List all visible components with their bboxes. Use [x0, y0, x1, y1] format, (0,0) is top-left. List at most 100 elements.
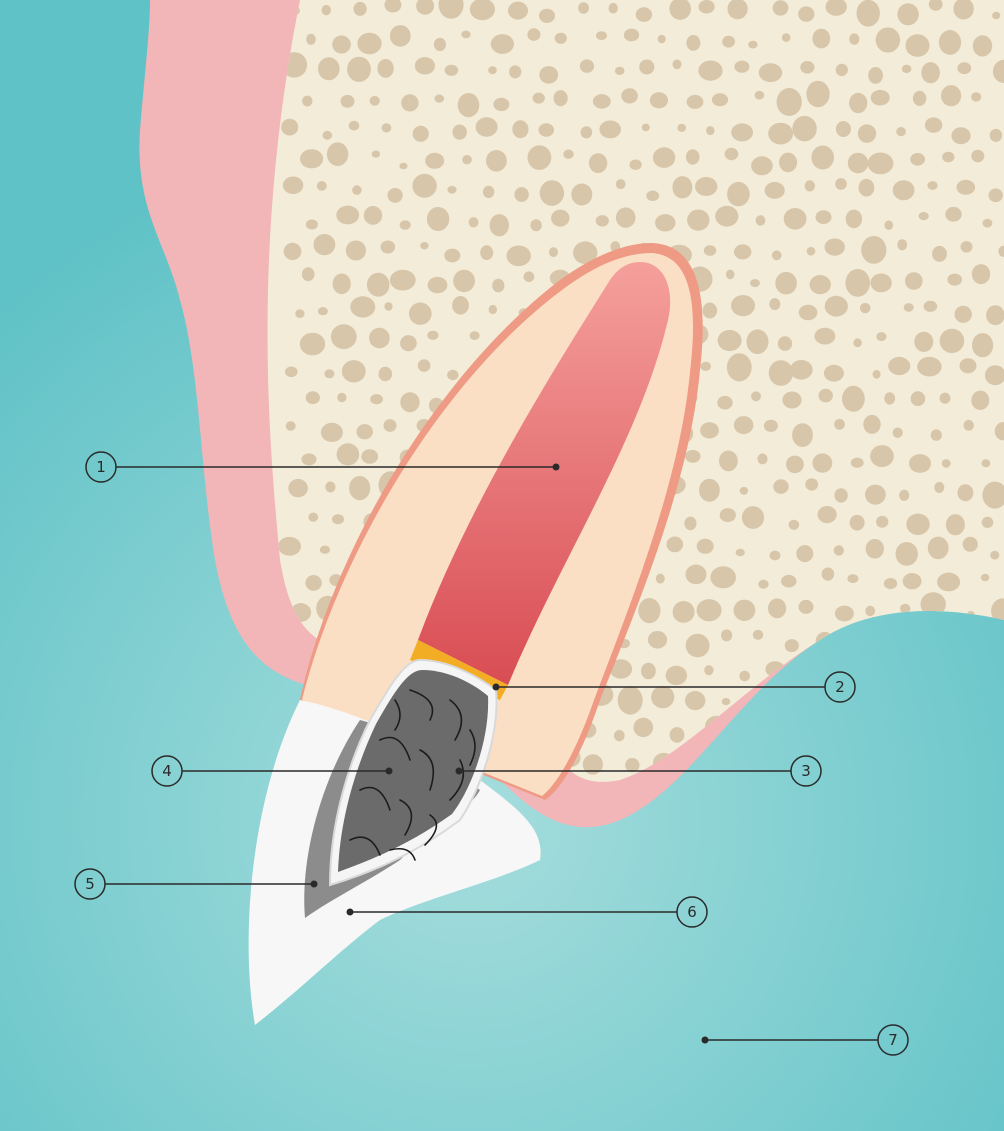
- bone-pore: [332, 36, 351, 54]
- bone-pore: [625, 758, 639, 772]
- bone-pore: [734, 600, 756, 621]
- bone-pore: [818, 506, 837, 523]
- bone-pore: [748, 41, 757, 49]
- bone-pore: [925, 117, 942, 132]
- bone-pore: [981, 574, 989, 582]
- bone-pore: [768, 123, 793, 145]
- bone-pore: [555, 33, 567, 44]
- bone-pore: [773, 0, 789, 15]
- bone-pore: [945, 207, 961, 222]
- bone-pore: [639, 60, 654, 75]
- bone-pore: [554, 90, 568, 106]
- bone-pore: [571, 184, 592, 206]
- bone-pore: [684, 517, 696, 531]
- bone-pore: [784, 208, 807, 230]
- bone-pore: [285, 367, 298, 378]
- bone-pore: [846, 210, 862, 229]
- bone-pore: [865, 485, 886, 505]
- bone-pore: [868, 153, 894, 175]
- bone-pore: [384, 302, 392, 310]
- bone-pore: [685, 450, 700, 463]
- bone-pore: [300, 149, 323, 168]
- bone-pore: [476, 117, 498, 137]
- bone-pore: [861, 236, 886, 264]
- bone-pore: [527, 28, 540, 41]
- bone-pore: [983, 219, 993, 228]
- bone-pore: [786, 456, 804, 474]
- bone-pore: [824, 365, 844, 382]
- bone-pore: [904, 303, 914, 312]
- bone-pore: [370, 394, 383, 404]
- bone-pore: [658, 35, 666, 44]
- bone-pore: [757, 454, 767, 465]
- bone-pore: [512, 120, 528, 138]
- bone-pore: [778, 336, 792, 351]
- bone-pore: [868, 67, 883, 84]
- bone-pore: [686, 565, 707, 585]
- bone-pore: [781, 575, 796, 588]
- bone-pore: [917, 357, 941, 377]
- bone-pore: [850, 515, 865, 531]
- bone-pore: [734, 244, 751, 259]
- bone-pore: [905, 272, 923, 290]
- bone-pore: [400, 392, 419, 412]
- bone-pore: [919, 212, 929, 220]
- bone-pore: [989, 189, 1003, 203]
- bone-pore: [942, 152, 954, 163]
- bone-pore: [792, 423, 813, 447]
- bone-pore: [370, 96, 380, 106]
- bone-pore: [581, 126, 593, 138]
- bone-pore: [731, 123, 753, 141]
- bone-pore: [782, 392, 801, 409]
- bone-pore: [769, 298, 780, 310]
- bone-pore: [656, 574, 665, 584]
- bone-pore: [377, 59, 393, 78]
- bone-pore: [540, 180, 564, 206]
- bone-pore: [739, 671, 750, 682]
- bone-pore: [924, 301, 938, 312]
- bone-pore: [810, 275, 831, 294]
- bone-pore: [634, 718, 654, 737]
- bone-pore: [549, 247, 558, 257]
- bone-pore: [777, 88, 802, 116]
- bone-pore: [445, 65, 459, 76]
- bone-pore: [651, 686, 674, 708]
- bone-pore: [902, 65, 912, 73]
- bone-pore: [302, 267, 315, 281]
- bone-pore: [734, 416, 754, 434]
- bone-pore: [321, 423, 343, 442]
- callout-number: 1: [96, 458, 106, 476]
- bone-pore: [717, 396, 732, 410]
- bone-pore: [704, 665, 713, 675]
- bone-pore: [986, 305, 1004, 325]
- bone-pore: [720, 508, 736, 522]
- bone-pore: [909, 454, 931, 473]
- bone-pore: [946, 514, 965, 535]
- bone-pore: [815, 328, 836, 345]
- bone-pore: [866, 539, 884, 559]
- bone-pore: [646, 191, 659, 201]
- bone-pore: [927, 181, 937, 190]
- bone-pore: [706, 126, 714, 135]
- bone-pore: [906, 514, 929, 536]
- bone-pore: [621, 88, 638, 103]
- bone-pore: [699, 479, 720, 502]
- bone-pore: [961, 241, 973, 252]
- bone-pore: [673, 60, 682, 70]
- bone-pore: [914, 332, 933, 352]
- bone-pore: [418, 359, 431, 372]
- bone-pore: [722, 698, 731, 705]
- bone-pore: [990, 551, 999, 560]
- bone-pore: [812, 29, 830, 49]
- bone-pore: [281, 119, 298, 136]
- bone-pore: [725, 148, 739, 160]
- bone-pore: [896, 542, 918, 566]
- bone-pore: [990, 129, 1002, 142]
- bone-pore: [323, 131, 333, 140]
- bone-pore: [863, 415, 880, 434]
- bone-pore: [349, 476, 370, 500]
- bone-pore: [971, 150, 984, 163]
- callout-number: 5: [85, 875, 95, 893]
- bone-pore: [873, 370, 881, 379]
- bone-pore: [756, 215, 766, 225]
